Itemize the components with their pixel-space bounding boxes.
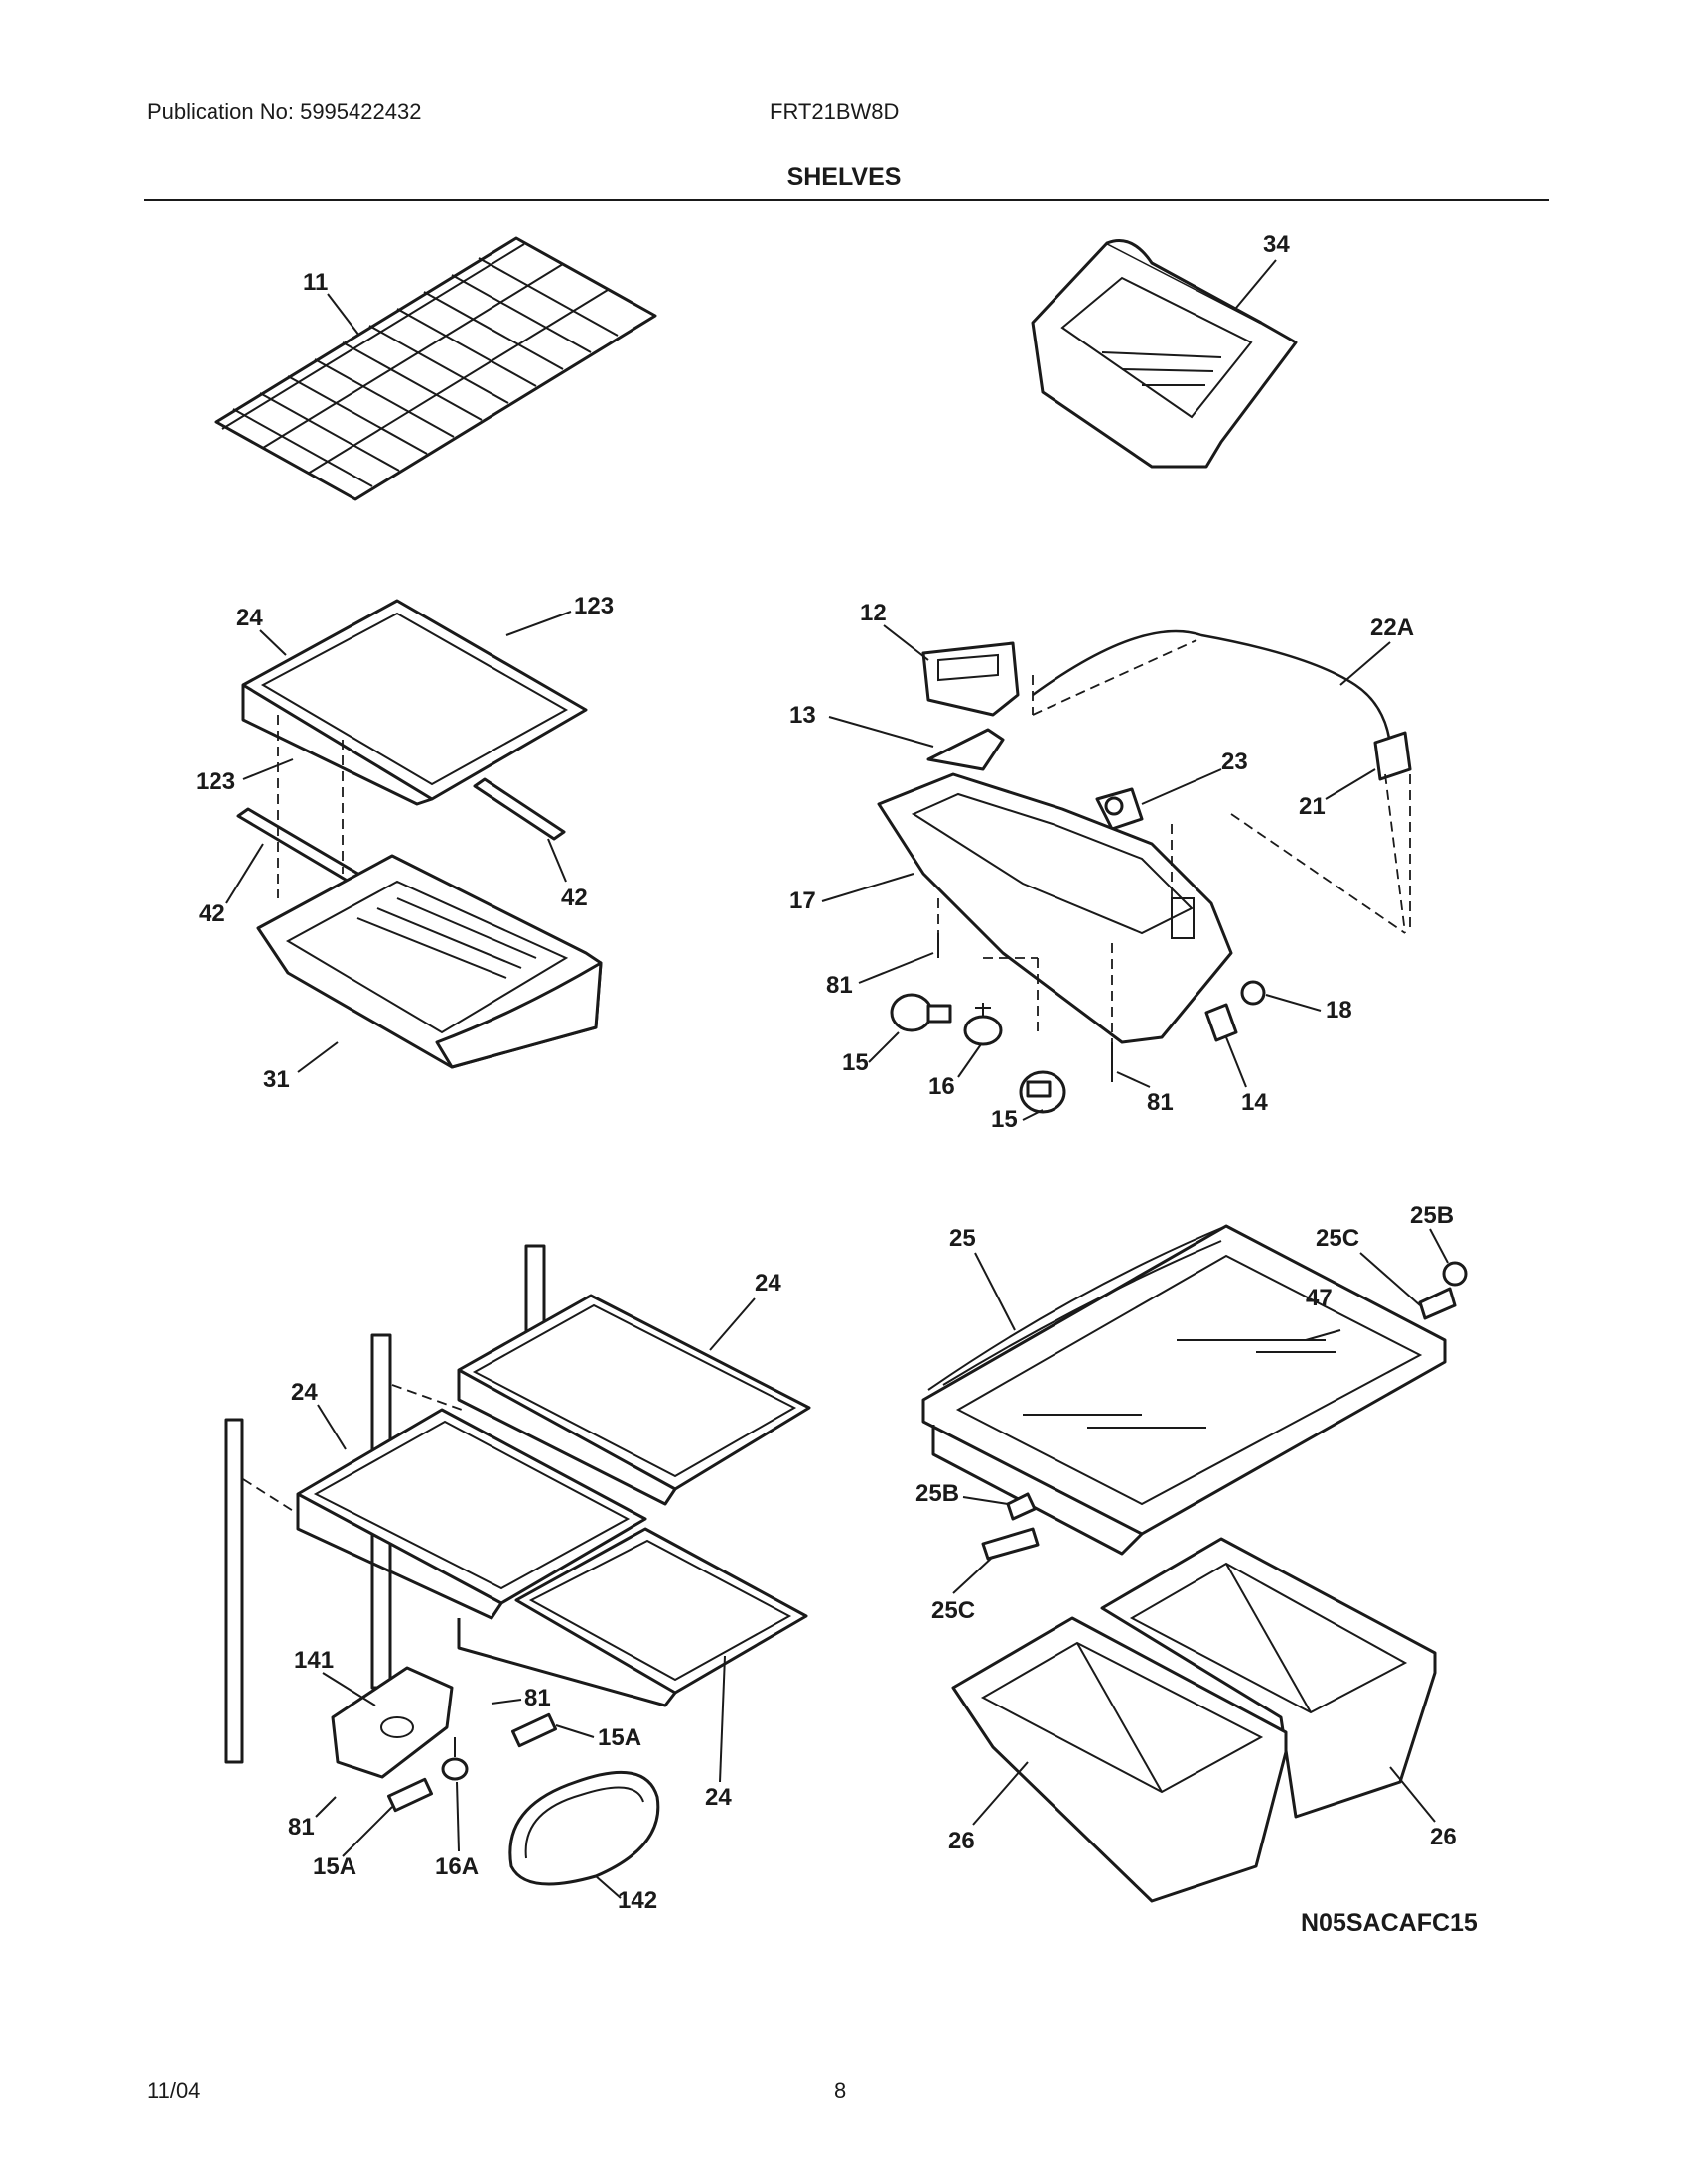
callout-16A: 16A — [435, 1853, 479, 1880]
callout-81-c: 81 — [524, 1685, 551, 1711]
thermostat — [1095, 787, 1144, 831]
callout-31: 31 — [263, 1066, 290, 1093]
light-housing — [877, 772, 1411, 1044]
shelf-lower — [457, 1527, 808, 1707]
bulbs-15 — [890, 993, 1066, 1114]
callout-24-a: 24 — [236, 605, 263, 631]
screws-81 — [937, 898, 1113, 1082]
callout-24-upper: 24 — [755, 1270, 781, 1297]
callout-18: 18 — [1326, 997, 1352, 1024]
callout-26-left: 26 — [948, 1828, 975, 1854]
callout-123-b: 123 — [196, 768, 235, 795]
callout-15A-b: 15A — [313, 1853, 356, 1880]
callout-17: 17 — [789, 887, 816, 914]
callout-21: 21 — [1299, 793, 1326, 820]
callout-25B-bottom: 25B — [915, 1480, 959, 1507]
callout-25: 25 — [949, 1225, 976, 1252]
light-bracket — [331, 1666, 454, 1779]
callout-81-a: 81 — [826, 972, 853, 999]
crisper-pan — [256, 854, 603, 1069]
footer-date: 11/04 — [147, 2078, 201, 2103]
callout-26-right: 26 — [1430, 1824, 1457, 1850]
figure-code: N05SACAFC15 — [1301, 1909, 1477, 1937]
callout-42-left: 42 — [199, 900, 225, 927]
callout-123-a: 123 — [574, 593, 614, 619]
callout-15-a: 15 — [842, 1049, 869, 1076]
callout-16: 16 — [928, 1073, 955, 1100]
callout-24-mid: 24 — [291, 1379, 318, 1406]
callout-15A-a: 15A — [598, 1724, 641, 1751]
lens-clip — [926, 728, 1005, 771]
socket-16 — [963, 1003, 1003, 1046]
crisper-cover — [921, 1224, 1447, 1556]
connector — [1373, 731, 1412, 781]
door-bin — [1031, 239, 1298, 469]
callout-12: 12 — [860, 600, 887, 626]
publication-number: Publication No: 5995422432 — [147, 99, 422, 124]
callout-42-right: 42 — [561, 885, 588, 911]
callout-47: 47 — [1306, 1285, 1333, 1311]
callout-142: 142 — [618, 1887, 657, 1914]
callout-81-d: 81 — [288, 1814, 315, 1841]
cover-brackets — [981, 1261, 1468, 1561]
callout-22A: 22A — [1370, 614, 1414, 641]
lens-cover — [508, 1770, 660, 1886]
switch-14 — [1204, 1003, 1238, 1042]
callout-81-b: 81 — [1147, 1089, 1174, 1116]
page-number: 8 — [834, 2078, 847, 2103]
callout-25B-top: 25B — [1410, 1202, 1454, 1229]
shelf-mid — [296, 1408, 647, 1620]
callout-24-lower: 24 — [705, 1784, 732, 1811]
wire-shelf — [214, 236, 657, 501]
callout-14: 14 — [1241, 1089, 1268, 1116]
callout-25C-bottom: 25C — [931, 1597, 975, 1624]
callout-11: 11 — [303, 269, 328, 296]
page-title: SHELVES — [786, 163, 902, 191]
button-18 — [1240, 980, 1266, 1006]
shelf-upper — [457, 1294, 811, 1506]
light-shield — [921, 641, 1020, 717]
bulbs-15A — [386, 1712, 558, 1813]
callout-13: 13 — [789, 702, 816, 729]
callout-34: 34 — [1263, 231, 1290, 258]
callout-25C-top: 25C — [1316, 1225, 1359, 1252]
callout-15-b: 15 — [991, 1106, 1018, 1133]
callout-23: 23 — [1221, 749, 1248, 775]
header-rule — [144, 199, 1549, 201]
glass-shelf-assembly — [241, 599, 588, 806]
model-number: FRT21BW8D — [770, 99, 900, 124]
callout-141: 141 — [294, 1647, 334, 1674]
